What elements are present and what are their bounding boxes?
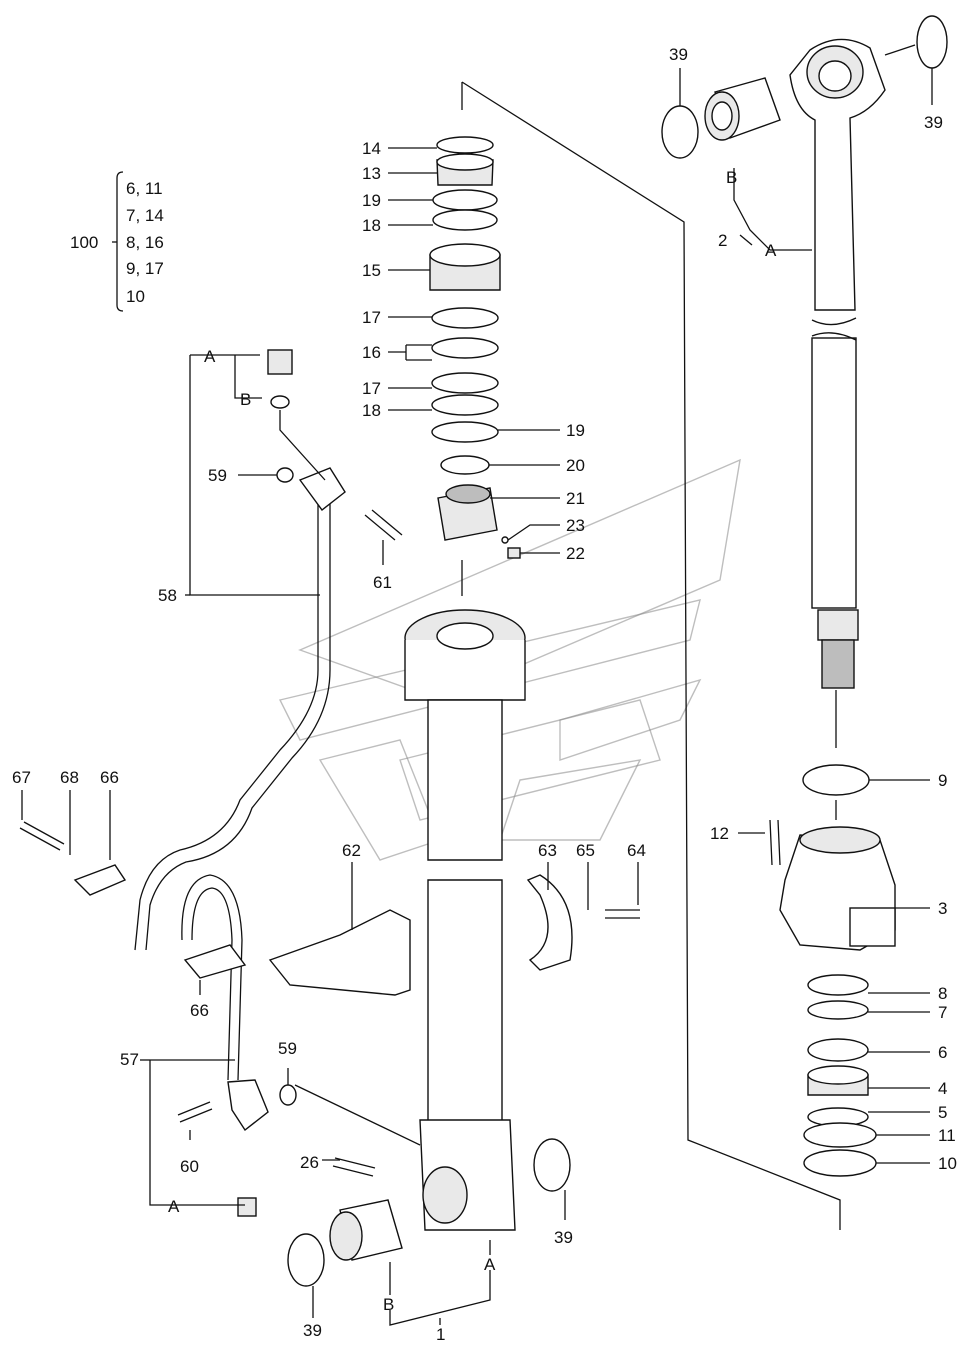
callout-20: 20 (566, 456, 585, 475)
callout-5: 5 (938, 1103, 947, 1122)
bolt-61 (364, 509, 403, 541)
fitting-26 (332, 1157, 376, 1177)
seal-39-bottom-right (533, 1138, 571, 1192)
callout-9: 9 (938, 771, 947, 790)
callout-11: 11 (938, 1126, 956, 1145)
callout-18-bottom: 18 (362, 401, 381, 420)
gland-seal-stack (803, 974, 877, 1177)
callout-62: 62 (342, 841, 361, 860)
kit-row-3: 8, 16 (126, 233, 164, 252)
bolt-60 (177, 1101, 213, 1123)
callout-18-top: 18 (362, 216, 381, 235)
callout-6: 6 (938, 1043, 947, 1062)
clip-66-top (73, 864, 127, 896)
callout-14: 14 (362, 139, 381, 158)
callout-66-bottom: 66 (190, 1001, 209, 1020)
callout-12: 12 (710, 824, 729, 843)
kit-row-4: 9, 17 (126, 259, 164, 278)
callout-13: 13 (362, 164, 381, 183)
rod-bushing (704, 77, 781, 141)
callout-63: 63 (538, 841, 557, 860)
callout-39-top-right: 39 (924, 113, 943, 132)
callout-61: 61 (373, 573, 392, 592)
callout-15: 15 (362, 261, 381, 280)
rod-assembly (789, 38, 886, 689)
letter-a-rod: A (765, 241, 777, 260)
callout-39-top-left: 39 (669, 45, 688, 64)
seal-39-bottom-left (287, 1233, 325, 1287)
gland (779, 826, 896, 951)
ring-9 (802, 764, 870, 796)
bolt-64 (605, 909, 640, 919)
kit-row-5: 10 (126, 287, 145, 306)
seal-39-top-left (661, 105, 699, 159)
callout-16: 16 (362, 343, 381, 362)
letter-a-tube: A (484, 1255, 496, 1274)
callout-68: 68 (60, 768, 79, 787)
callout-67: 67 (12, 768, 31, 787)
callout-19-top: 19 (362, 191, 381, 210)
callout-17-top: 17 (362, 308, 381, 327)
pipe-58 (134, 467, 346, 951)
callout-10: 10 (938, 1154, 957, 1173)
callout-60: 60 (180, 1157, 199, 1176)
callout-3: 3 (938, 899, 947, 918)
callout-7: 7 (938, 1003, 947, 1022)
kit-row-2: 7, 14 (126, 206, 164, 225)
kit-number: 100 (70, 233, 98, 252)
callout-19-bottom: 19 (566, 421, 585, 440)
watermark-logo (278, 458, 741, 861)
kit-row-1: 6, 11 (126, 179, 163, 198)
tube-bushing (329, 1199, 403, 1261)
oring-b-top (270, 395, 290, 409)
oring-59-bottom (279, 1084, 297, 1106)
callout-17-bottom: 17 (362, 379, 381, 398)
callout-59-top: 59 (208, 466, 227, 485)
clamp-62 (268, 909, 411, 996)
callout-2: 2 (718, 231, 727, 250)
callout-labels: 14 13 19 18 15 17 16 17 18 19 20 21 23 2… (12, 45, 957, 1344)
leader-lines (21, 44, 933, 1326)
callout-1: 1 (436, 1325, 445, 1344)
plug-a-bottom (237, 1197, 257, 1217)
callout-58: 58 (158, 586, 177, 605)
bolt-67 (19, 821, 65, 851)
callout-59-bottom: 59 (278, 1039, 297, 1058)
callout-39-bottom-left: 39 (303, 1321, 322, 1340)
callout-22: 22 (566, 544, 585, 563)
cylinder-tube (404, 609, 526, 1231)
callout-64: 64 (627, 841, 646, 860)
callout-66-top: 66 (100, 768, 119, 787)
exploded-frame-lines (461, 81, 841, 1230)
callout-21: 21 (566, 489, 585, 508)
oring-59-top (276, 467, 294, 483)
letter-a-pipe-top: A (204, 347, 216, 366)
letter-b-tube: B (383, 1295, 394, 1314)
callout-4: 4 (938, 1079, 947, 1098)
piston-stack (429, 136, 521, 559)
callout-57: 57 (120, 1050, 139, 1069)
pipe-57 (181, 874, 269, 1132)
callout-23: 23 (566, 516, 585, 535)
callout-26: 26 (300, 1153, 319, 1172)
letter-a-pipe-bottom: A (168, 1197, 180, 1216)
clip-66-bottom (183, 944, 247, 979)
clamp-63 (526, 874, 573, 971)
plug-a-top (267, 349, 293, 375)
letter-b-rod: B (726, 168, 737, 187)
letter-b-pipe-top: B (240, 390, 251, 409)
callout-65: 65 (576, 841, 595, 860)
bolt-12 (769, 819, 781, 866)
seal-39-top-right (916, 15, 948, 69)
callout-39-bottom-right: 39 (554, 1228, 573, 1247)
callout-8: 8 (938, 984, 947, 1003)
